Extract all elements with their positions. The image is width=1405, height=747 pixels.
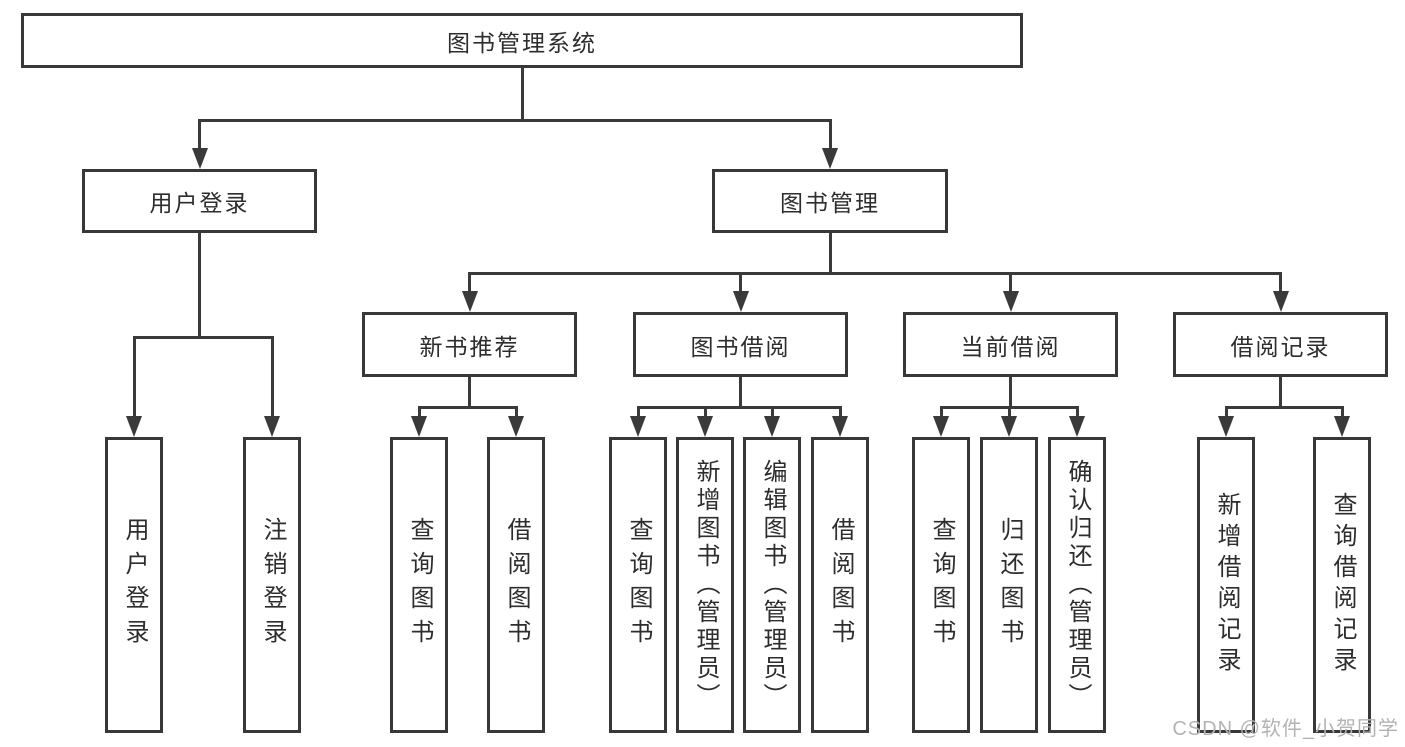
- arrow-down-icon: [1002, 291, 1019, 312]
- node-library-management-system: 图书管理系统: [21, 13, 1023, 68]
- arrow-down-icon: [822, 148, 838, 169]
- node-label: 借阅图书: [827, 517, 854, 653]
- connector-line: [1009, 272, 1012, 292]
- connector-line: [1224, 406, 1344, 409]
- arrow-down-icon: [1272, 291, 1289, 312]
- node-label: 新增图书（管理员）: [692, 459, 719, 711]
- node-label: 图书管理: [780, 190, 880, 216]
- connector-line: [739, 377, 742, 409]
- arrow-down-icon: [411, 416, 427, 437]
- node-label: 图书管理系统: [447, 29, 597, 56]
- node-label: 当前借阅: [960, 333, 1061, 360]
- connector-line: [468, 272, 471, 292]
- connector-line: [1224, 406, 1228, 417]
- leaf-query-books-borrowing: 查询图书: [609, 437, 667, 733]
- connector-line: [1075, 406, 1079, 417]
- arrow-down-icon: [1218, 416, 1234, 437]
- csdn-watermark: CSDN @软件_小贺同学: [1172, 718, 1399, 740]
- arrow-down-icon: [126, 416, 142, 437]
- connector-line: [520, 68, 524, 122]
- connector-line: [1279, 377, 1282, 409]
- connector-line: [514, 406, 518, 417]
- connector-line: [770, 406, 774, 417]
- connector-line: [636, 406, 640, 417]
- node-label: 借阅图书: [503, 517, 530, 653]
- leaf-borrow-books-recommend: 借阅图书: [487, 437, 545, 733]
- node-label: 查询图书: [406, 517, 433, 653]
- arrow-down-icon: [264, 416, 280, 437]
- node-user-login: 用户登录: [82, 169, 317, 233]
- connector-line: [417, 406, 421, 417]
- connector-line: [1340, 406, 1344, 417]
- arrow-down-icon: [832, 416, 848, 437]
- leaf-edit-book-admin: 编辑图书（管理员）: [743, 437, 801, 733]
- connector-line: [198, 119, 201, 149]
- node-label: 用户登录: [149, 190, 250, 216]
- node-label: 确认归还（管理员）: [1064, 459, 1091, 711]
- arrow-down-icon: [1334, 416, 1350, 437]
- connector-line: [198, 119, 832, 122]
- connector-line: [703, 406, 707, 417]
- leaf-add-book-admin: 新增图书（管理员）: [676, 437, 734, 733]
- node-label: 归还图书: [996, 517, 1023, 653]
- node-label: 图书借阅: [690, 333, 791, 360]
- leaf-user-login: 用户登录: [105, 437, 163, 733]
- node-label: 用户登录: [121, 517, 148, 653]
- node-book-borrowing: 图书借阅: [633, 312, 848, 377]
- leaf-logout: 注销登录: [243, 437, 301, 733]
- connector-line: [1279, 272, 1282, 292]
- node-label: 新增借阅记录: [1213, 492, 1240, 678]
- leaf-query-books-current: 查询图书: [912, 437, 970, 733]
- arrow-down-icon: [933, 416, 949, 437]
- node-label: 查询图书: [625, 517, 652, 653]
- node-label: 查询图书: [928, 517, 955, 653]
- connector-line: [828, 233, 832, 275]
- arrow-down-icon: [508, 416, 524, 437]
- leaf-query-books-recommend: 查询图书: [390, 437, 448, 733]
- connector-line: [939, 406, 943, 417]
- leaf-query-borrow-record: 查询借阅记录: [1313, 437, 1371, 733]
- arrow-down-icon: [461, 291, 478, 312]
- node-borrowing-records: 借阅记录: [1173, 312, 1388, 377]
- arrow-down-icon: [1069, 416, 1085, 437]
- leaf-confirm-return-admin: 确认归还（管理员）: [1048, 437, 1106, 733]
- connector-line: [1007, 406, 1011, 417]
- arrow-down-icon: [191, 148, 208, 169]
- connector-line: [828, 119, 832, 149]
- node-label: 借阅记录: [1230, 333, 1331, 360]
- arrow-down-icon: [732, 291, 749, 312]
- connector-line: [636, 406, 842, 409]
- arrow-down-icon: [630, 416, 646, 437]
- connector-line: [739, 272, 742, 292]
- connector-line: [468, 272, 1282, 275]
- connector-line: [417, 406, 518, 409]
- node-label: 新书推荐: [419, 333, 520, 360]
- arrow-down-icon: [1001, 416, 1017, 437]
- node-new-book-recommendation: 新书推荐: [362, 312, 577, 377]
- connector-line: [838, 406, 842, 417]
- leaf-add-borrow-record: 新增借阅记录: [1197, 437, 1255, 733]
- connector-line: [270, 336, 274, 417]
- node-label: 查询借阅记录: [1329, 492, 1356, 678]
- connector-line: [132, 336, 274, 339]
- connector-line: [198, 233, 201, 339]
- arrow-down-icon: [697, 416, 713, 437]
- node-current-borrowing: 当前借阅: [903, 312, 1118, 377]
- node-label: 编辑图书（管理员）: [759, 459, 786, 711]
- leaf-borrow-books-borrowing: 借阅图书: [811, 437, 869, 733]
- node-book-management: 图书管理: [712, 169, 948, 233]
- leaf-return-book: 归还图书: [980, 437, 1038, 733]
- node-label: 注销登录: [259, 517, 286, 653]
- connector-line: [132, 336, 136, 417]
- arrow-down-icon: [764, 416, 780, 437]
- connector-line: [1009, 377, 1012, 409]
- connector-line: [468, 377, 471, 409]
